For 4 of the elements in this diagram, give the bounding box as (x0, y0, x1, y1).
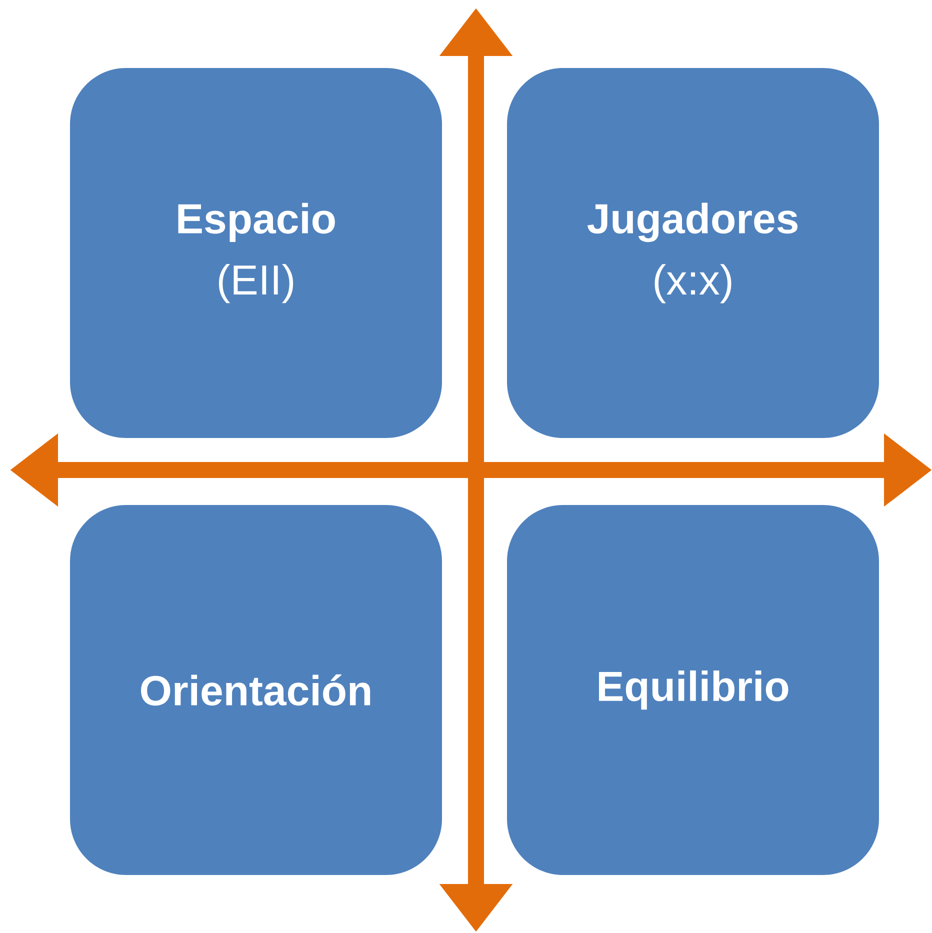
quadrant-box: Orientación (70, 505, 442, 875)
quadrant-box: Equilibrio (507, 505, 879, 875)
quadrant-box: Espacio (EII) (70, 68, 442, 438)
quadrant-box: Jugadores (x:x) (507, 68, 879, 438)
